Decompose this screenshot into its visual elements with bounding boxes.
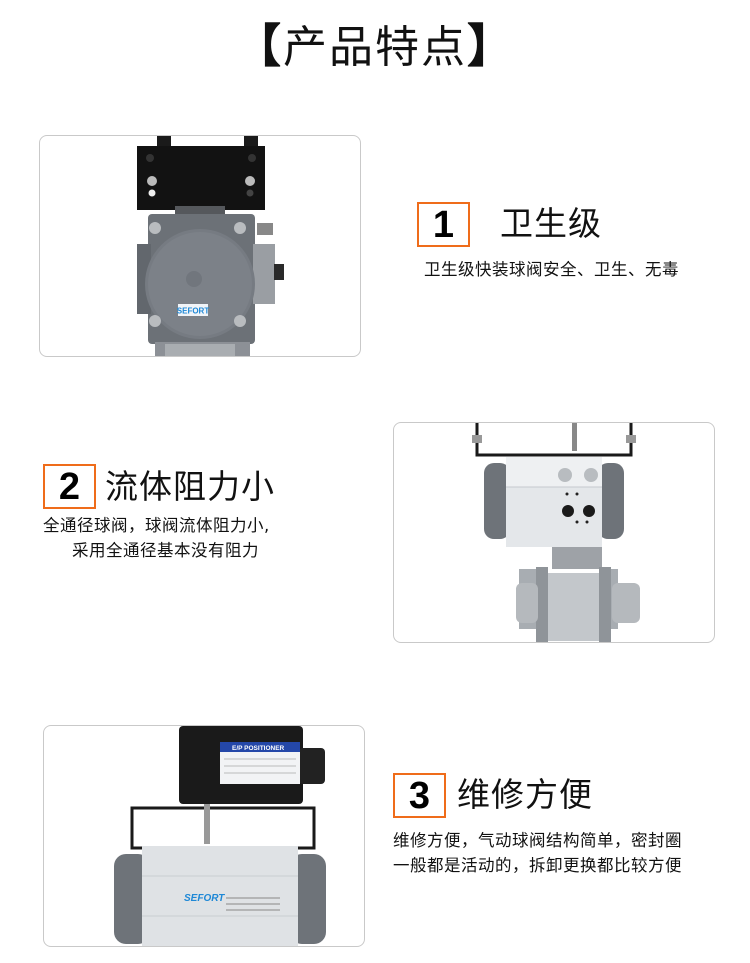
bracket-right: 】 <box>467 19 515 73</box>
feature-1-description: 卫生级快装球阀安全、卫生、无毒 <box>424 260 679 279</box>
feature-3-title: 维修方便 <box>457 775 593 814</box>
actuator-valve-image <box>472 423 640 642</box>
positioner-label: E/P POSITIONER <box>232 745 285 752</box>
feature-2-image-frame <box>393 422 715 643</box>
feature-2-description-line-1: 全通径球阀，球阀流体阻力小, <box>43 516 270 535</box>
feature-1-title: 卫生级 <box>500 204 602 243</box>
feature-3-description-line-1: 维修方便，气动球阀结构简单，密封圈 <box>393 831 682 850</box>
brand-label: SEFORT <box>177 307 210 316</box>
page-title-text: 产品特点 <box>283 22 467 73</box>
brand-label-actuator: SEFORT <box>184 893 225 904</box>
positioner-actuator-image: E/P POSITIONER SEFORT <box>114 726 326 946</box>
positioner-front-image: SEFORT <box>137 136 284 356</box>
feature-3-image-frame: E/P POSITIONER SEFORT <box>43 725 365 947</box>
feature-3-description-line-2: 一般都是活动的，拆卸更换都比较方便 <box>393 856 682 875</box>
feature-1-number-badge: 1 <box>417 202 470 247</box>
feature-2-number-badge: 2 <box>43 464 96 509</box>
page-title: 【产品特点】 <box>0 14 750 80</box>
feature-2-title: 流体阻力小 <box>105 467 275 506</box>
feature-3-number-badge: 3 <box>393 773 446 818</box>
bracket-left: 【 <box>235 19 283 73</box>
feature-1-image-frame: SEFORT <box>39 135 361 357</box>
feature-2-description-line-2: 采用全通径基本没有阻力 <box>72 541 259 560</box>
